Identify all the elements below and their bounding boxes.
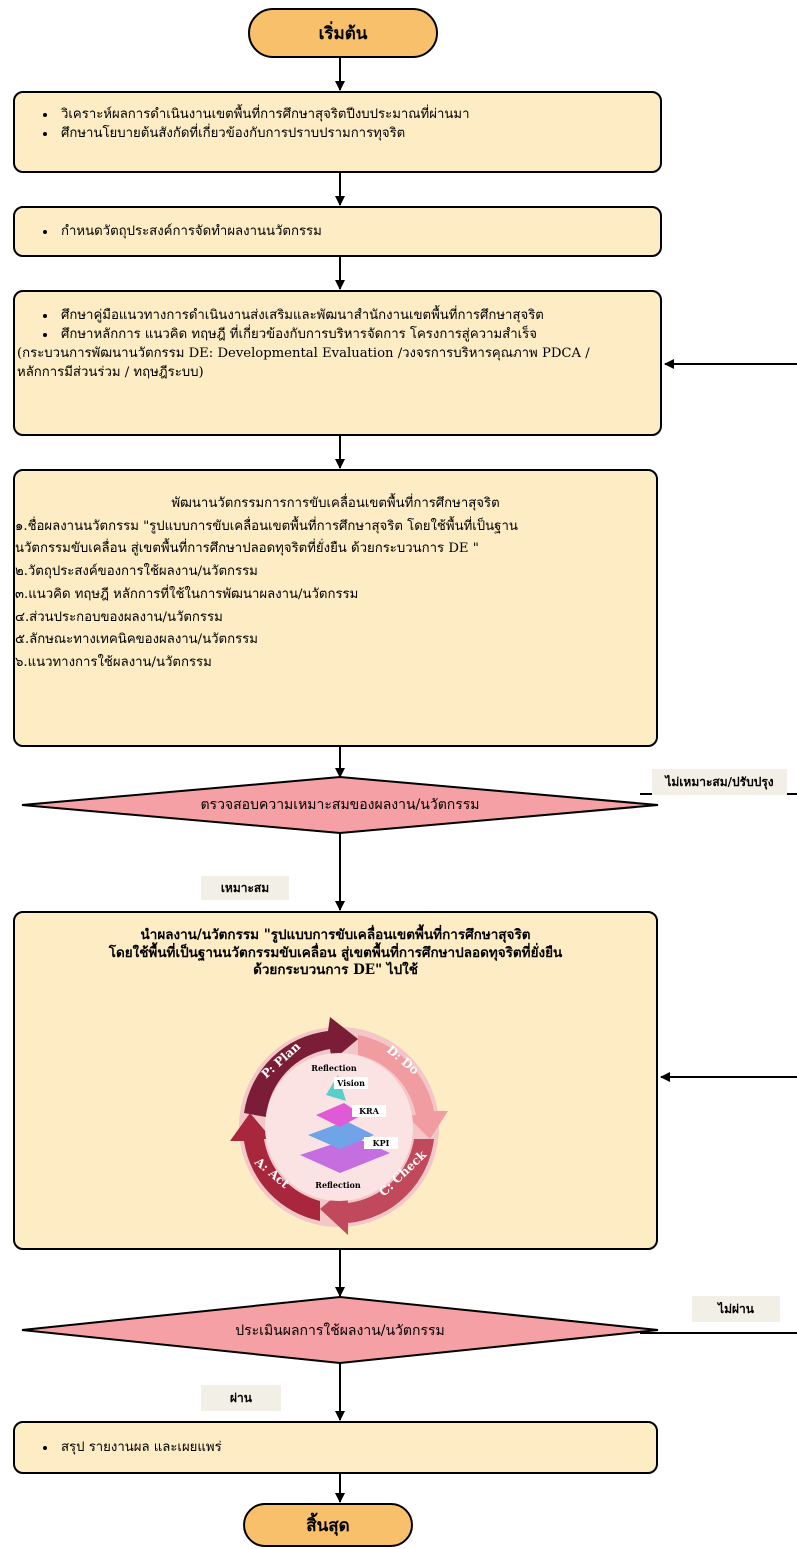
- kra-label: KRA: [359, 1106, 380, 1116]
- step4-line: ๒.วัตถุประสงค์ของการใช้ผลงาน/นวัตกรรม: [15, 564, 258, 580]
- step5-line: โดยใช้พื้นที่เป็นฐานนวัตกรรมขับเคลื่อน ส…: [108, 944, 563, 961]
- decision1-text: ตรวจสอบความเหมาะสมของผลงาน/นวัตกรรม: [200, 797, 480, 813]
- reflection-bottom-label: Reflection: [315, 1180, 361, 1190]
- step1-box: วิเคราะห์ผลการดำเนินงานเขตพื้นที่การศึกษ…: [13, 91, 662, 173]
- kra-tag: [352, 1105, 386, 1117]
- step3-box: ศึกษาคู่มือแนวทางการดำเนินงานส่งเสริมและ…: [13, 290, 662, 436]
- step4-line: ๑.ชื่อผลงานนวัตกรรม "รูปแบบการขับเคลื่อน…: [15, 518, 518, 534]
- cycle-do-arc: [358, 1035, 448, 1139]
- kpi-label: KPI: [373, 1138, 390, 1148]
- step4-line: ๕.ลักษณะทางเทคนิคของผลงาน/นวัตกรรม: [15, 632, 258, 648]
- step4-title: พัฒนานวัตกรรมการการขับเคลื่อนเขตพื้นที่ก…: [171, 496, 500, 511]
- step1-item: วิเคราะห์ผลการดำเนินงานเขตพื้นที่การศึกษ…: [57, 105, 660, 124]
- cycle-plan-arc: [244, 1017, 358, 1117]
- pdca-cycle-graphic: Reflection Vision KRA KPI Reflection P: …: [230, 1017, 448, 1235]
- step4-line: นวัตกรรมขับเคลื่อน สู่เขตพื้นที่การศึกษา…: [15, 541, 479, 557]
- step2-box: กำหนดวัตถุประสงค์การจัดทำผลงานนวัตกรรม: [13, 206, 662, 257]
- pyramid-mid: [308, 1121, 374, 1149]
- step3-note: หลักการมีส่วนร่วม / ทฤษฎีระบบ): [17, 365, 204, 381]
- decision1-yes-label: เหมาะสม: [201, 876, 289, 900]
- end-terminal: สิ้นสุด: [243, 1503, 413, 1547]
- kpi-tag: [364, 1137, 398, 1149]
- decision2-no-label: ไม่ผ่าน: [692, 1296, 780, 1322]
- step3-item: ศึกษาคู่มือแนวทางการดำเนินงานส่งเสริมและ…: [57, 306, 660, 325]
- decision1-diamond: [21, 775, 659, 835]
- step6-box: สรุป รายงานผล และเผยแพร่: [13, 1421, 658, 1474]
- vision-label: Vision: [336, 1078, 365, 1088]
- step3-note: (กระบวนการพัฒนานวัตกรรม DE: Developmenta…: [17, 346, 590, 362]
- cycle-act-arc: [230, 1113, 320, 1221]
- step3-item: ศึกษาหลักการ แนวคิด ทฤษฎี ที่เกี่ยวข้องก…: [57, 325, 660, 344]
- reflection-top-label: Reflection: [311, 1063, 357, 1073]
- decision2-diamond: [21, 1295, 659, 1365]
- cycle-check-arc: [320, 1139, 434, 1235]
- decision2-yes-label: ผ่าน: [201, 1385, 281, 1411]
- step5-line: นำผลงาน/นวัตกรรม "รูปแบบการขับเคลื่อนเขต…: [140, 927, 531, 943]
- step4-box: พัฒนานวัตกรรมการการขับเคลื่อนเขตพื้นที่ก…: [13, 469, 658, 747]
- step4-line: ๓.แนวคิด ทฤษฎี หลักการที่ใช้ในการพัฒนาผล…: [15, 586, 359, 602]
- decision1-no-label: ไม่เหมาะสม/ปรับปรุง: [652, 769, 787, 795]
- step1-item: ศึกษานโยบายต้นสังกัดที่เกี่ยวข้องกับการป…: [57, 124, 660, 143]
- vision-tag: [334, 1077, 368, 1089]
- decision2-text: ประเมินผลการใช้ผลงาน/นวัตกรรม: [235, 1323, 445, 1339]
- step4-line: ๔.ส่วนประกอบของผลงาน/นวัตกรรม: [15, 609, 223, 625]
- step5-line: ด้วยกระบวนการ DE" ไปใช้: [253, 962, 418, 979]
- start-terminal: เริ่มต้น: [248, 8, 438, 58]
- step4-line: ๖.แนวทางการใช้ผลงาน/นวัตกรรม: [15, 654, 212, 670]
- pyramid-upper: [316, 1103, 362, 1127]
- step2-item: กำหนดวัตถุประสงค์การจัดทำผลงานนวัตกรรม: [57, 222, 660, 241]
- step6-item: สรุป รายงานผล และเผยแพร่: [57, 1438, 656, 1457]
